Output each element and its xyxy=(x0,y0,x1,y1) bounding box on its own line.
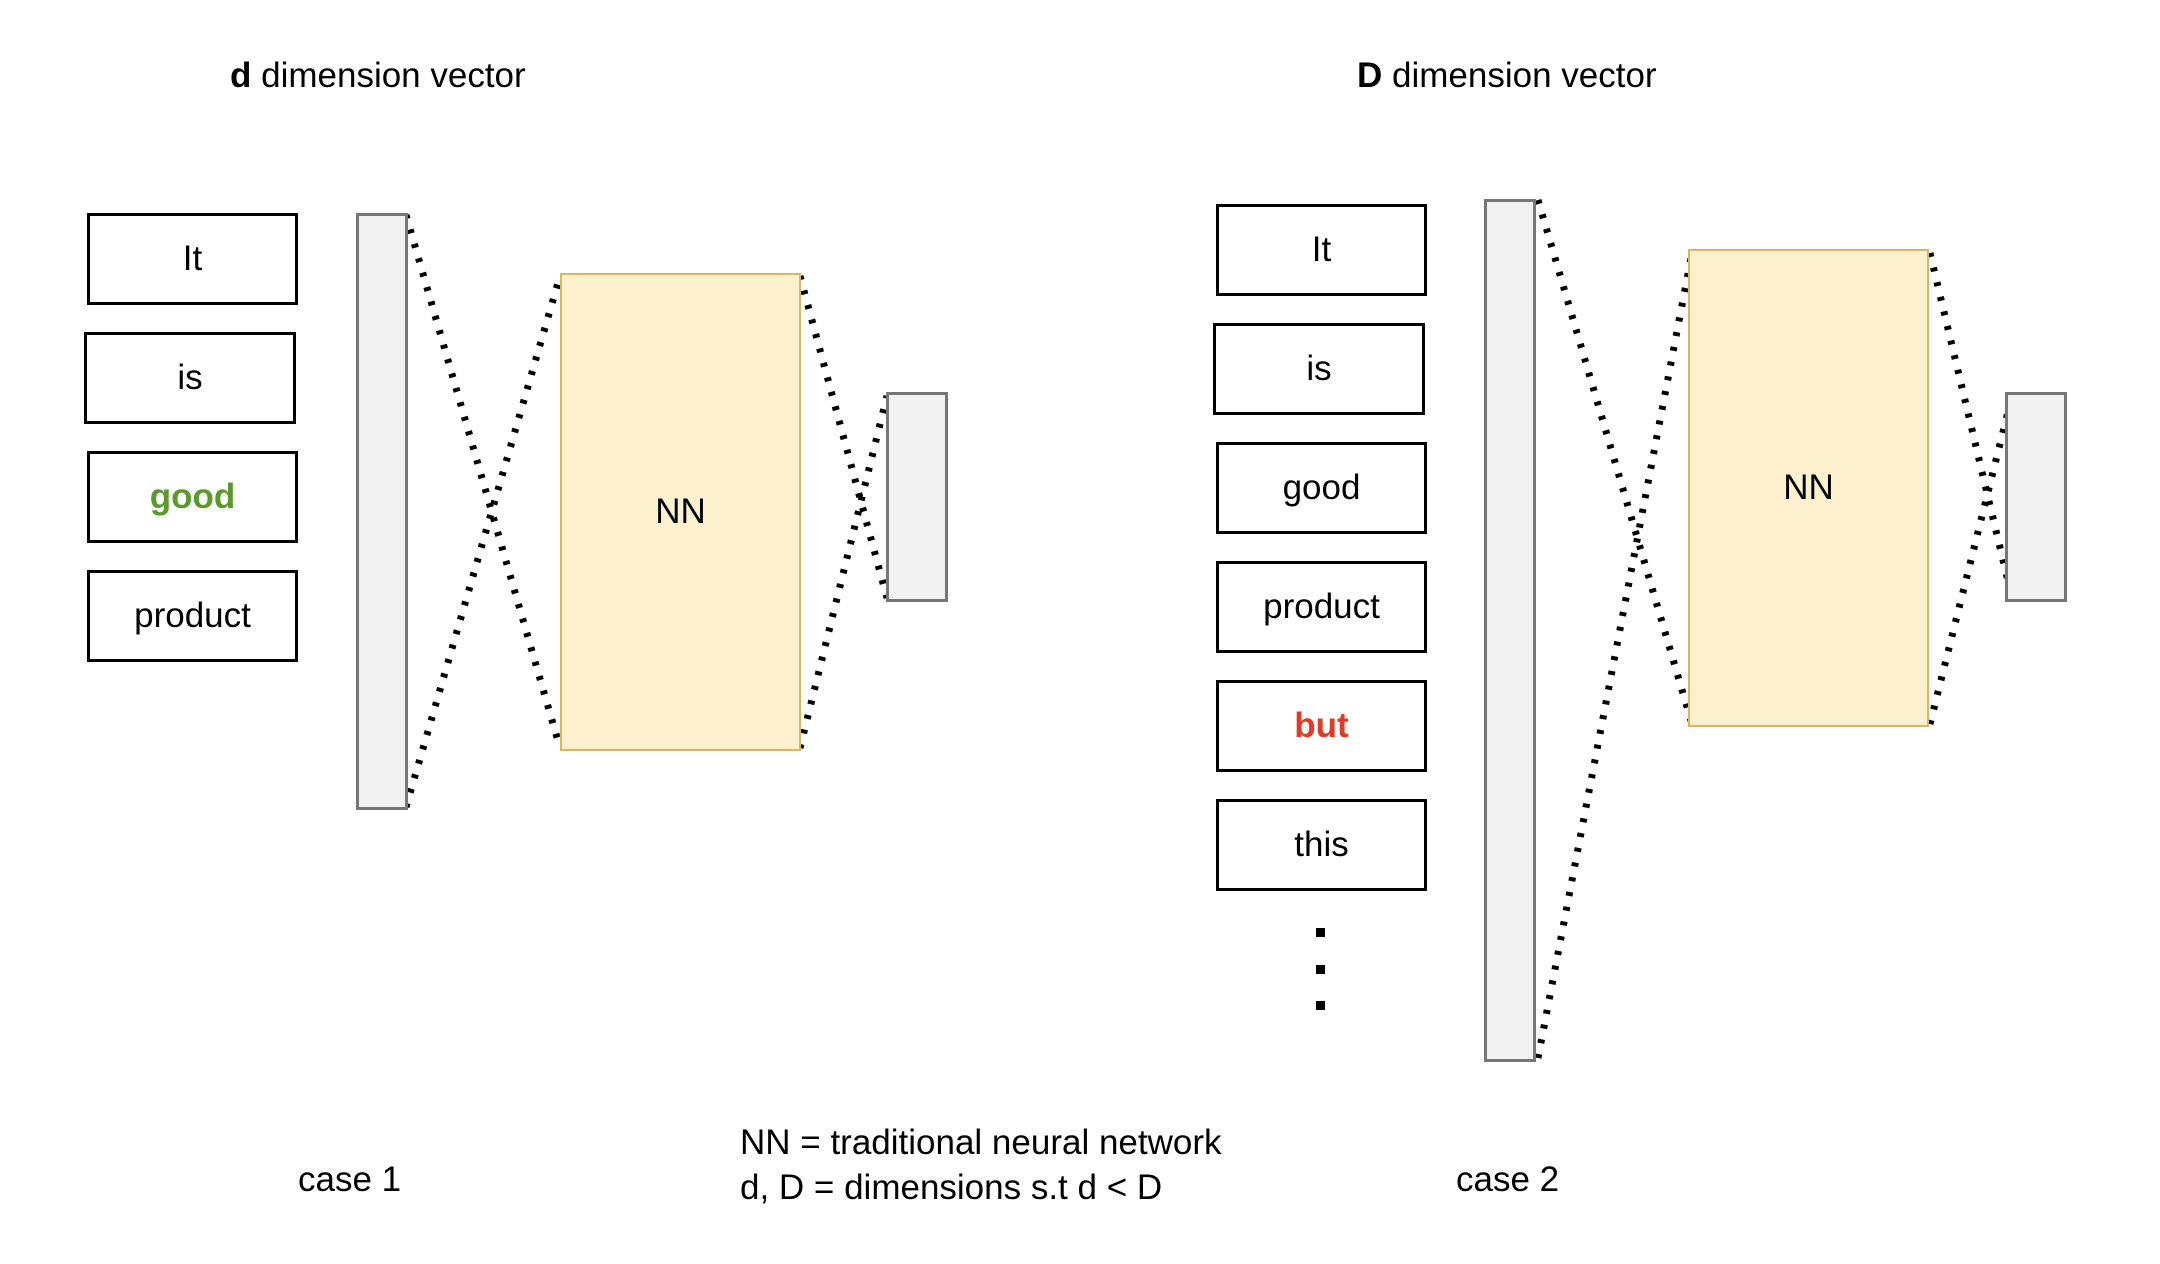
case1-caption: case 1 xyxy=(298,1160,402,1199)
case1-title-symbol: d xyxy=(230,56,252,95)
case2-nn-label: NN xyxy=(1783,468,1834,507)
case2-line-nn-bottom-to-out-top xyxy=(1926,395,2016,725)
case1-line-nn-bottom-to-out-top xyxy=(796,395,891,749)
case2-line-vec-top-to-nn-bottom xyxy=(1534,199,1696,725)
case1-nn-label: NN xyxy=(655,492,706,531)
case2-word-but-highlighted: but xyxy=(1216,680,1427,772)
case2-line-vec-bottom-to-nn-top xyxy=(1534,252,1696,1059)
legend: NN = traditional neural network d, D = d… xyxy=(740,1120,1222,1210)
case2-word-good: good xyxy=(1216,442,1427,534)
case1-output-vector xyxy=(886,392,948,602)
case2-nn-block: NN xyxy=(1688,249,1929,727)
case1-line-nn-top-to-out-bottom xyxy=(796,275,891,599)
case2-word-product: product xyxy=(1216,561,1427,653)
legend-line-nn-definition: NN = traditional neural network xyxy=(740,1123,1222,1162)
case1-embedding-vector xyxy=(356,213,408,810)
case2-title-symbol: D xyxy=(1357,56,1383,95)
case1-title-text: dimension vector xyxy=(251,56,526,95)
legend-line-dimension-definition: d, D = dimensions s.t d < D xyxy=(740,1168,1163,1207)
case2-caption: case 2 xyxy=(1456,1160,1560,1199)
case2-title: D dimension vector xyxy=(1357,56,1657,96)
case2-word-it: It xyxy=(1216,204,1427,296)
case1-line-vec-bottom-to-nn-top xyxy=(402,275,564,808)
case2-word-this: this xyxy=(1216,799,1427,891)
case1-word-product: product xyxy=(87,570,298,662)
case1-word-is: is xyxy=(84,332,296,424)
case1-line-vec-top-to-nn-bottom xyxy=(402,214,564,749)
case2-title-text: dimension vector xyxy=(1382,56,1657,95)
case2-word-is: is xyxy=(1213,323,1425,415)
case2-output-vector xyxy=(2005,392,2067,602)
case1-nn-block: NN xyxy=(560,273,801,751)
case1-word-good-highlighted: good xyxy=(87,451,298,543)
case1-title: d dimension vector xyxy=(230,56,526,96)
case2-embedding-vector xyxy=(1484,199,1536,1062)
case1-word-it: It xyxy=(87,213,298,305)
